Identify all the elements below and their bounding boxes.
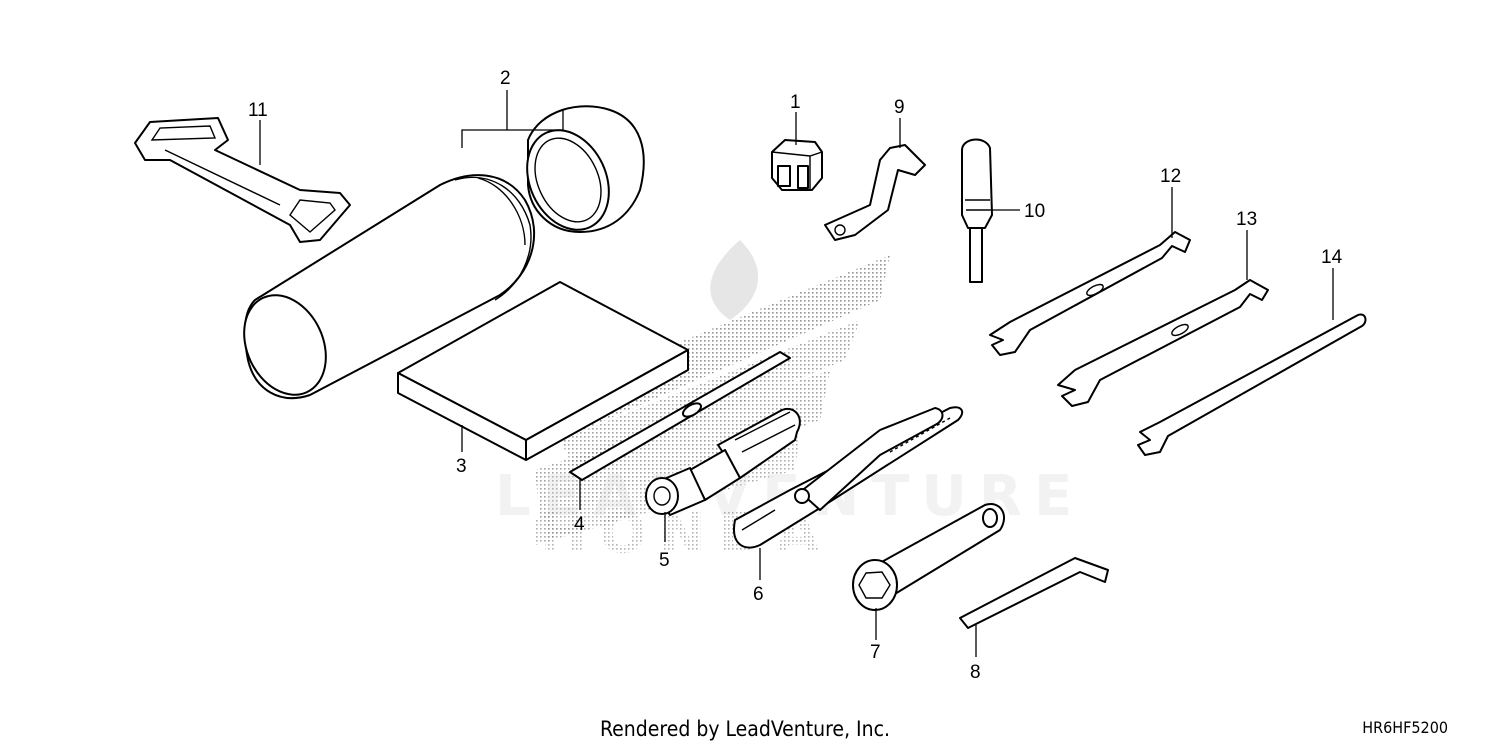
leader-lines: [259, 90, 1334, 657]
callout-1: 1: [790, 92, 801, 113]
part-5-handle[interactable]: [645, 407, 801, 516]
callout-13: 13: [1236, 209, 1257, 230]
part-11-strap[interactable]: [134, 117, 351, 243]
part-6-pliers[interactable]: [733, 406, 964, 549]
callout-8: 8: [970, 662, 981, 683]
part-13-wrench[interactable]: [1057, 279, 1269, 407]
part-3-manual[interactable]: [397, 281, 689, 461]
callout-12: 12: [1160, 166, 1181, 187]
callout-14: 14: [1321, 247, 1343, 268]
callout-4: 4: [574, 514, 585, 535]
callout-10: 10: [1024, 201, 1045, 222]
part-8-hex-key[interactable]: [959, 557, 1109, 629]
callout-7: 7: [870, 642, 881, 663]
rendered-by-credit: Rendered by LeadVenture, Inc.: [600, 717, 890, 741]
callout-2: 2: [500, 68, 511, 89]
part-9-bracket[interactable]: [824, 144, 926, 241]
callout-9: 9: [894, 97, 905, 118]
part-10-screwdriver[interactable]: [961, 138, 993, 283]
part-2-tool-tube[interactable]: [229, 105, 645, 408]
part-7-plug-wrench[interactable]: [852, 503, 1005, 611]
callout-6: 6: [753, 584, 764, 605]
part-1-fuse[interactable]: [771, 139, 823, 191]
diagram-code: HR6HF5200: [1362, 718, 1448, 737]
callout-11: 11: [248, 100, 268, 121]
part-4-screwdriver[interactable]: [569, 351, 791, 481]
callout-3: 3: [456, 456, 467, 477]
callout-5: 5: [659, 550, 670, 571]
callout-labels: 1 2 3 4 5 6 7 8 9 10 11 12 13 14: [248, 68, 1343, 683]
part-14-rod-wrench[interactable]: [1137, 313, 1367, 456]
part-12-wrench[interactable]: [989, 231, 1191, 356]
